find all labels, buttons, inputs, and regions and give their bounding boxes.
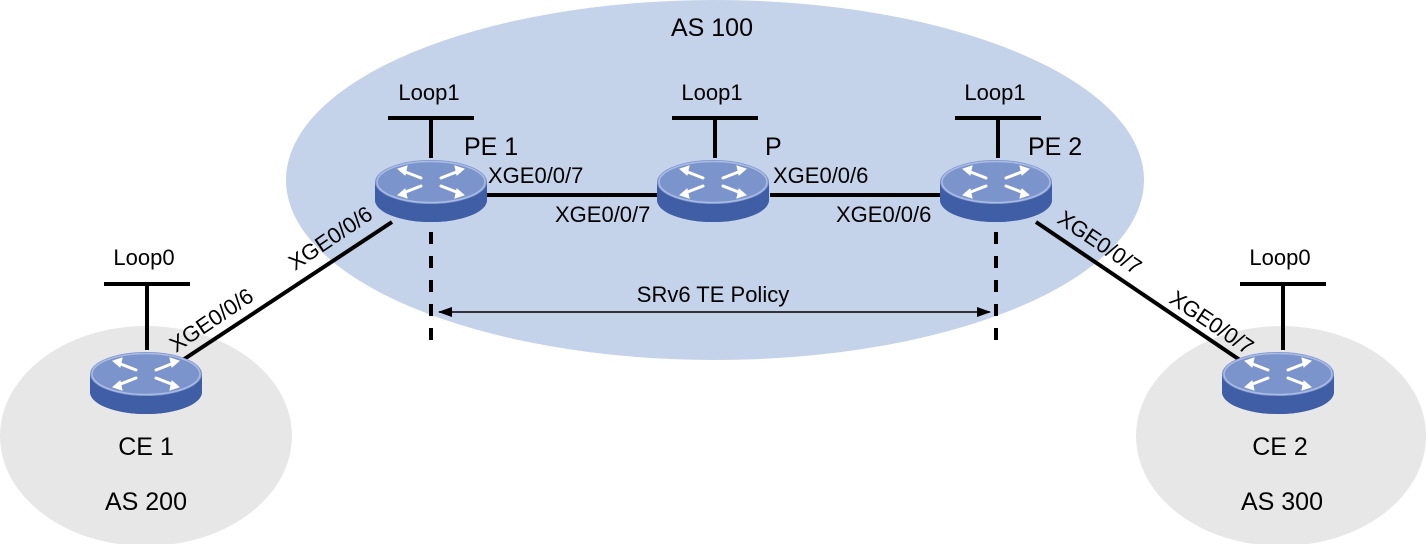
device-name-ce1: CE 1 bbox=[118, 433, 174, 461]
loopback-label-ce2: Loop0 bbox=[1249, 245, 1310, 270]
zone-as200 bbox=[0, 326, 292, 544]
loopback-label-p: Loop1 bbox=[681, 80, 742, 105]
link-ce1-pe1 bbox=[158, 220, 394, 377]
router-icon-p bbox=[655, 158, 771, 224]
port-label-pe1-to-p: XGE0/0/7 bbox=[488, 163, 583, 188]
port-label-pe2-to-p: XGE0/0/6 bbox=[836, 202, 931, 227]
policy-markers bbox=[429, 232, 998, 350]
device-name-pe2: PE 2 bbox=[1028, 133, 1082, 161]
zone-label-as300: AS 300 bbox=[1241, 488, 1323, 516]
links bbox=[158, 193, 1264, 377]
policy-label: SRv6 TE Policy bbox=[637, 282, 789, 307]
loopbacks bbox=[104, 116, 1326, 350]
port-label-p-to-pe1: XGE0/0/7 bbox=[555, 202, 650, 227]
zone-as300 bbox=[1136, 326, 1426, 544]
link-pe2-ce2 bbox=[1034, 220, 1264, 377]
zone-label-as100: AS 100 bbox=[671, 14, 753, 42]
port-label-p-to-pe2: XGE0/0/6 bbox=[773, 163, 868, 188]
device-name-p: P bbox=[765, 133, 782, 161]
router-icon-ce1 bbox=[88, 350, 204, 416]
router-icon-pe2 bbox=[938, 158, 1054, 224]
router-icon-ce2 bbox=[1220, 350, 1336, 416]
device-name-ce2: CE 2 bbox=[1252, 433, 1308, 461]
zone-label-as200: AS 200 bbox=[105, 488, 187, 516]
router-icon-pe1 bbox=[373, 158, 489, 224]
loopback-label-ce1: Loop0 bbox=[113, 245, 174, 270]
loopback-label-pe2: Loop1 bbox=[964, 80, 1025, 105]
loopback-label-pe1: Loop1 bbox=[398, 80, 459, 105]
device-name-pe1: PE 1 bbox=[464, 133, 518, 161]
